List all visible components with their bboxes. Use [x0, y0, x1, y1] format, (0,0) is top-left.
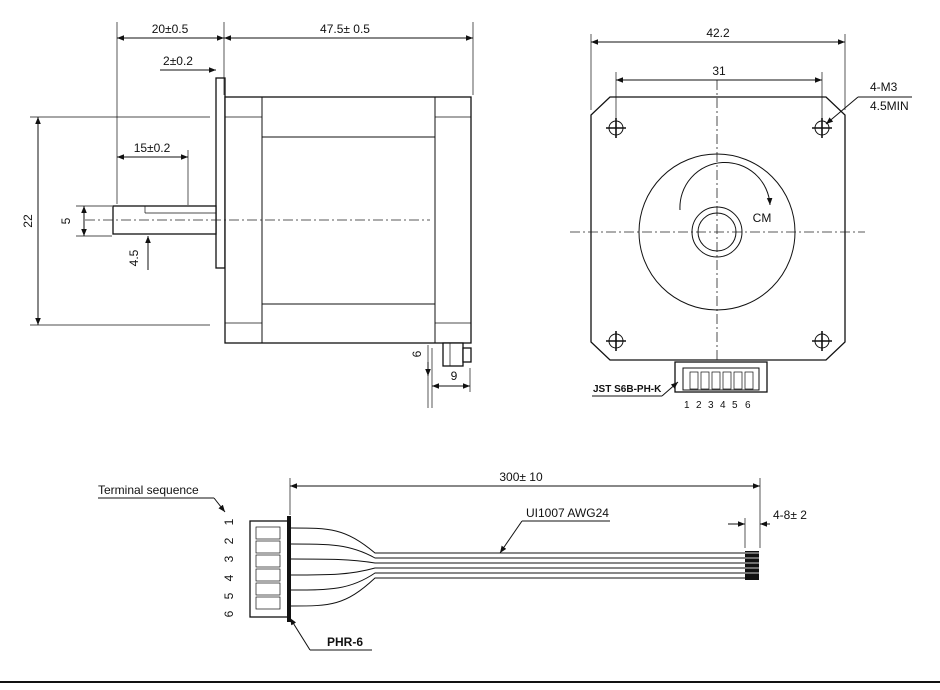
pin-number: 5 [222, 592, 236, 599]
pin-number: 1 [222, 518, 236, 525]
front-pin-number: 5 [732, 400, 738, 411]
dim-conn-offset: 6 [410, 350, 424, 357]
pin-number: 6 [222, 610, 236, 617]
front-pin-number: 2 [696, 400, 702, 411]
front-face [590, 96, 846, 361]
dim-boss-height: 2±0.2 [163, 54, 193, 68]
dim-shaft-length: 20±0.5 [152, 22, 189, 36]
bearing-outer [691, 206, 743, 258]
front-pin-number: 6 [745, 400, 751, 411]
connector-housing [442, 342, 464, 367]
dim-width: 42.2 [706, 26, 730, 40]
wire [290, 572, 745, 591]
hole-spec-thread: 4-M3 [870, 80, 898, 94]
wire [290, 543, 745, 559]
pin-number: 4 [222, 574, 236, 581]
connector-label: JST S6B-PH-K [593, 384, 662, 395]
side-view: 20±0.5 47.5± 0.5 2±0.2 15±0.2 22 5 4.5 6… [21, 22, 474, 408]
rotation-arrow-icon [679, 162, 773, 211]
hole-spec-depth: 4.5MIN [870, 99, 909, 113]
front-view: CM 42.2 31 [570, 26, 912, 411]
dim-cable-length: 300± 10 [499, 470, 543, 484]
dim-strip: 4-8± 2 [773, 508, 807, 522]
front-pin-number: 4 [720, 400, 726, 411]
dim-flat: 4.5 [127, 249, 141, 266]
front-pin-number: 3 [708, 400, 714, 411]
dim-hole-spacing: 31 [712, 64, 726, 78]
wire [290, 577, 745, 607]
pilot-boss [638, 153, 796, 311]
pin-number: 3 [222, 555, 236, 562]
front-pin-number: 1 [684, 400, 690, 411]
dim-boss-dia: 22 [21, 214, 35, 228]
wire [290, 558, 745, 564]
dim-flat-length: 15±0.2 [134, 141, 171, 155]
wire [290, 567, 745, 576]
plug-label: PHR-6 [327, 635, 363, 649]
mount-hole-icon [606, 118, 626, 138]
dim-shaft-dia: 5 [59, 217, 73, 224]
shaft-end [697, 212, 737, 252]
dim-body-length: 47.5± 0.5 [320, 22, 370, 36]
dim-conn-width: 9 [451, 369, 458, 383]
terminal-sequence-label: Terminal sequence [98, 483, 199, 497]
mounting-flange [215, 77, 226, 269]
cable-spec: UI1007 AWG24 [526, 506, 609, 520]
mount-hole-icon [606, 331, 626, 351]
mount-hole-icon [812, 331, 832, 351]
wire [290, 527, 745, 554]
cable-view: 300± 10 UI1007 AWG24 4-8± 2 Terminal seq… [98, 470, 807, 651]
mount-hole-icon [812, 118, 832, 138]
rotation-label: CM [753, 211, 772, 225]
pin-number: 2 [222, 537, 236, 544]
